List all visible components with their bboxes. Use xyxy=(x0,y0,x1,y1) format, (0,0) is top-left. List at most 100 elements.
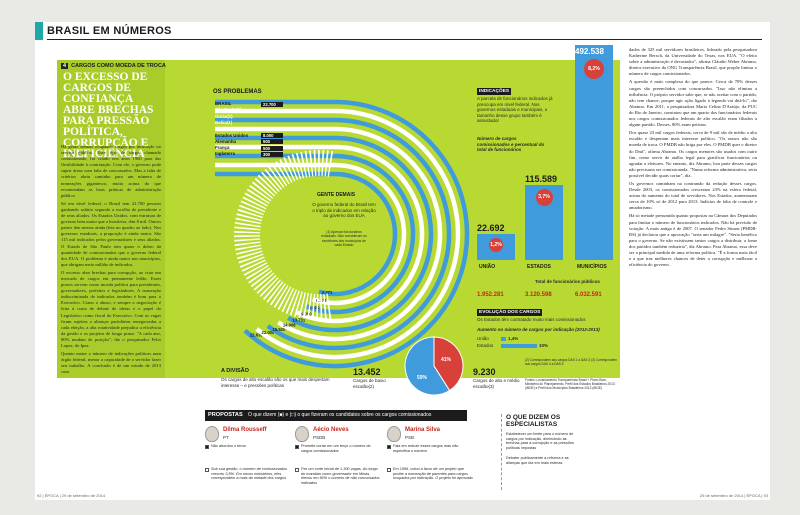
candidate-did: Em 1996, votou a favor de um projeto que… xyxy=(393,467,473,481)
arc-band xyxy=(215,117,452,351)
indicacoes-category: UNIÃO xyxy=(479,264,496,270)
problems-arc-chart: 22.63922.00015.52014.00813.7319.0008.000… xyxy=(215,99,470,369)
arc-band xyxy=(215,126,443,342)
gente-demais-text: O governo federal do Brasil tem o triplo… xyxy=(312,202,376,219)
pie-slice-left xyxy=(404,336,451,396)
pie-label-right: 41% xyxy=(441,357,452,363)
country-row: Rio de Janeiro(1) xyxy=(215,126,251,132)
candidate-name: Aécio Neves xyxy=(313,427,349,433)
especialistas-panel: O QUE DIZEM OS ESPECIALISTAS Estabelecer… xyxy=(501,414,617,490)
divisao-right-label: Cargos de alto e médio escalão(3) xyxy=(473,378,520,389)
divisao-text: Os cargos de alto escalão são os que mai… xyxy=(221,377,330,388)
arc-label: 4.371 xyxy=(322,290,333,295)
body-column-left: Há gente demais ocupando cargos por indi… xyxy=(61,144,161,375)
candidate-party: PSB xyxy=(405,435,415,440)
country-row: BRASIL xyxy=(215,101,232,106)
divisao-title: A DIVISÃO xyxy=(221,368,249,374)
arc-band xyxy=(215,162,407,306)
propostas-title: PROPOSTAS xyxy=(208,412,243,418)
divisao-notes: (2) Correspondem aos cargos DAS 1 a DAS … xyxy=(525,358,617,366)
header-rule xyxy=(47,39,762,40)
country-value: 8.000 xyxy=(261,133,283,138)
indicacoes-total: 3.120.598 xyxy=(525,292,552,298)
arc-half-left xyxy=(234,150,334,320)
candidate-said: Promete cortar em um terço o número de c… xyxy=(301,444,371,453)
candidate-party: PT xyxy=(223,435,229,440)
evolucao-row-label: Estados xyxy=(477,343,494,348)
candidate-said: Não abordou o tema xyxy=(211,444,246,448)
country-row: Estados Unidos xyxy=(215,132,249,138)
country-value: 300 xyxy=(261,151,283,157)
headline-panel xyxy=(57,60,165,378)
problems-title: OS PROBLEMAS xyxy=(213,89,262,95)
section-title: BRASIL EM NÚMEROS xyxy=(47,25,172,37)
especialistas-item-2: Debater publicamente a reforma e as alia… xyxy=(506,456,569,465)
especialistas-item-1: Estabelecer um limite para o número de c… xyxy=(506,432,574,450)
indicacoes-text: A parcela de funcionários indicados já p… xyxy=(477,96,553,124)
candidate-name: Marina Silva xyxy=(405,427,441,433)
arc-band xyxy=(215,144,425,324)
indicacoes-title: INDICAÇÕES xyxy=(477,88,512,95)
arc-label: 9.000 xyxy=(301,312,312,317)
arc-band xyxy=(215,99,470,369)
indicacoes-legend: Número de cargos comissionados e percent… xyxy=(477,136,545,153)
divisao-right-value: 9.230 xyxy=(473,367,496,377)
candidate-name: Dilma Rousseff xyxy=(223,427,267,433)
arc-band xyxy=(215,108,461,360)
candidate-portrait xyxy=(295,426,309,442)
candidate-did: Sob sua gestão, o número de comissionado… xyxy=(211,467,287,481)
indicacoes-category: MUNICÍPIOS xyxy=(577,264,607,270)
country-row: Goiás(1) xyxy=(215,113,233,119)
did-marker xyxy=(295,468,299,472)
arc-band xyxy=(215,135,434,333)
indicacoes-total: 1.952.281 xyxy=(477,292,504,298)
evolucao-row-bar xyxy=(501,344,537,348)
country-row: França xyxy=(215,145,230,151)
arc-label: 15.520 xyxy=(273,327,286,332)
gente-demais-note: (1) Apenas funcionários estaduais. Não c… xyxy=(321,230,367,248)
indicacoes-value: 492.538 xyxy=(575,47,604,56)
evolucao-subtitle: Aumento no número de cargos por indicaçã… xyxy=(477,327,600,332)
candidate-portrait xyxy=(387,426,401,442)
arc-label: 13.731 xyxy=(292,318,305,323)
propostas-question: O que dizem (■) e (□) o que fizeram os c… xyxy=(248,412,432,418)
evolucao-row-bar xyxy=(501,337,506,341)
said-marker xyxy=(387,445,391,449)
section-marker xyxy=(35,22,43,40)
headline: O EXCESSO DE CARGOS DE CONFIANÇA ABRE BR… xyxy=(63,71,154,160)
candidate-portrait xyxy=(205,426,219,442)
indicacoes-bar xyxy=(575,45,613,260)
said-marker xyxy=(205,445,209,449)
indicacoes-total: 6.032.591 xyxy=(575,292,602,298)
evolucao-row-label: União xyxy=(477,336,489,341)
evolucao-title: EVOLUÇÃO DOS CARGOS xyxy=(477,309,543,316)
country-row: São Paulo(1) xyxy=(215,107,242,113)
gente-demais-title: GENTE DEMAIS xyxy=(317,192,356,198)
indicacoes-pct: 3,7% xyxy=(535,189,553,206)
indicacoes-pct: 8,2% xyxy=(584,59,604,79)
arc-label: 22.000 xyxy=(262,330,275,335)
did-marker xyxy=(387,468,391,472)
body-column-right: dados de 325 mil servidores brasileiros,… xyxy=(629,47,757,268)
country-value: 22.700 xyxy=(261,101,283,107)
pie-label-left: 59% xyxy=(417,375,428,381)
footer-left: 92 | ÉPOCA | 29 de setembro de 2014 xyxy=(37,493,106,498)
divisao-source: Fontes: Levantamento Transparência Brasi… xyxy=(525,378,615,390)
evolucao-text: Os Estados têm contratado muito mais com… xyxy=(477,317,586,322)
arc-band xyxy=(215,153,416,315)
country-row: Bahia(1) xyxy=(215,119,233,125)
indicacoes-value: 22.692 xyxy=(477,223,505,233)
propostas-header xyxy=(205,410,467,421)
said-marker xyxy=(295,445,299,449)
divisao-left-value: 13.452 xyxy=(353,367,381,377)
indicacoes-category: ESTADOS xyxy=(527,264,551,270)
especialistas-title: O QUE DIZEM OS ESPECIALISTAS xyxy=(506,414,561,428)
country-row: Inglaterra xyxy=(215,151,236,157)
country-row: Alemanha xyxy=(215,138,236,144)
total-label: Total de funcionários públicos xyxy=(535,279,600,284)
arc-label: 14.008 xyxy=(283,323,296,328)
indicacoes-pct: 1,2% xyxy=(489,238,503,252)
footer-right: 29 de setembro de 2014 | ÉPOCA | 93 xyxy=(699,493,768,498)
